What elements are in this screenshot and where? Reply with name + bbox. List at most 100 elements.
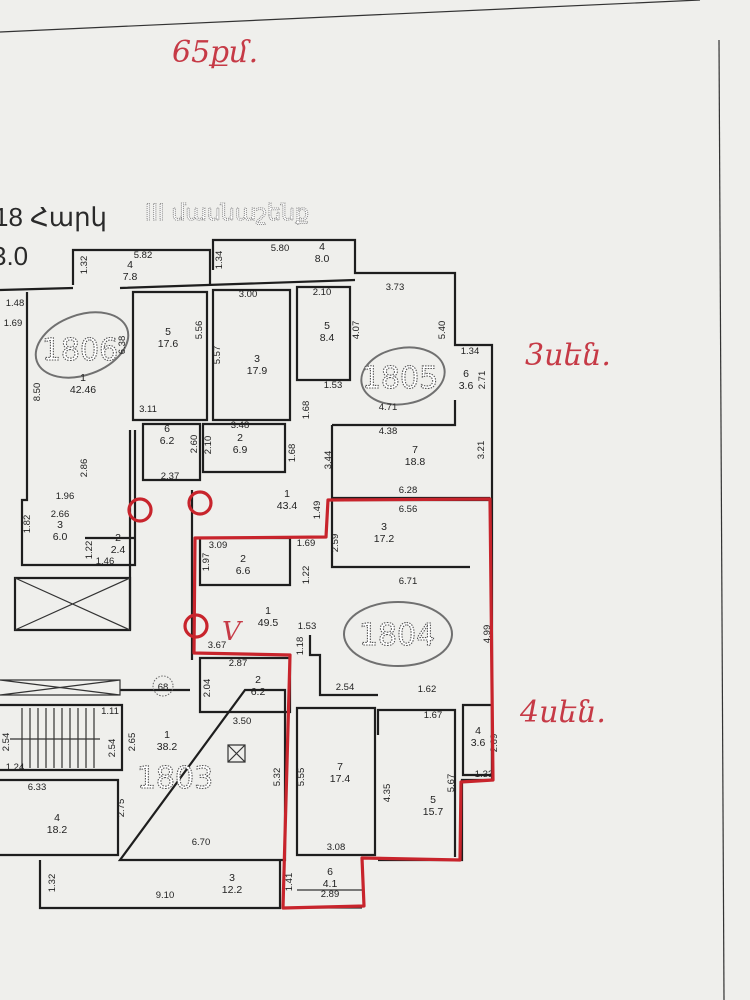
dimension-label: 3.11 (139, 404, 157, 415)
red-check-mark: V (222, 617, 243, 647)
dimension-label: 3.09 (209, 540, 228, 551)
dimension-label: 2.54 (336, 682, 355, 693)
dimension-label-vertical: 2.75 (116, 799, 127, 818)
dimension-label-vertical: 1.49 (312, 501, 323, 520)
room-area: 6.2 (160, 435, 175, 447)
dimension-label: 2.66 (51, 509, 70, 520)
dimension-label-vertical: 4.35 (382, 784, 393, 803)
room-area: 4.1 (323, 878, 338, 890)
dimension-label-vertical: 5.57 (212, 346, 223, 365)
dimension-label: 6.28 (399, 485, 418, 496)
dimension-label-vertical: 2.71 (477, 371, 488, 390)
column-marker (152, 675, 174, 697)
dimension-label: 4.71 (379, 402, 398, 413)
room-area: 17.2 (374, 533, 395, 545)
dimension-label: 1.53 (324, 380, 343, 391)
handwritten-area-note: 65քմ. (172, 35, 258, 70)
room-number: 3 (381, 521, 387, 533)
room-number: 4 (54, 812, 60, 824)
dimension-label: 4.38 (379, 426, 398, 437)
dimension-label-vertical: 2.54 (1, 733, 12, 752)
room-area: 6.9 (233, 444, 248, 456)
floor-label: 18 Հարկ (0, 202, 107, 232)
dimension-label: 6.56 (399, 504, 418, 515)
dimension-label: 1.48 (6, 298, 25, 309)
room-number: 6 (463, 368, 469, 380)
dimension-label-vertical: 8.50 (32, 383, 43, 402)
dimension-label: 1.33 (475, 769, 494, 780)
dimension-label-vertical: 1.97 (201, 553, 212, 572)
handwritten-1805-rooms: 3սեն. (525, 338, 611, 373)
dimension-label: 5.82 (134, 250, 153, 261)
room-number: 2 (255, 674, 261, 686)
dimension-label: 6.33 (28, 782, 47, 793)
room-area: 43.4 (277, 500, 298, 512)
room-area: 12.2 (222, 884, 243, 896)
dimension-label: 9.10 (156, 890, 175, 901)
room-area: 8.4 (320, 332, 335, 344)
dimension-label-vertical: 1.32 (47, 874, 58, 893)
dimension-label-vertical: 1.34 (214, 251, 225, 270)
room-area: 42.46 (70, 384, 96, 396)
room-number: 5 (430, 794, 436, 806)
dimension-label-vertical: 1.22 (301, 566, 312, 585)
dimension-label: 1.11 (101, 706, 119, 717)
room-area: 18.2 (47, 824, 68, 836)
room-number: 1 (284, 488, 290, 500)
dimension-label: 3.00 (239, 289, 258, 300)
pencil-circle-1804 (343, 601, 453, 667)
room-number: 1 (80, 372, 86, 384)
red-circle-marker (127, 497, 153, 523)
section-label: III մասնաշենք (145, 201, 309, 226)
dimension-label: 1.67 (424, 710, 443, 721)
column-marker-label: 68 (158, 682, 169, 693)
dimension-label-vertical: 2.69 (489, 734, 500, 753)
paper-edge-right (718, 39, 725, 1000)
room-number: 2 (240, 553, 246, 565)
dimension-label: 3.50 (233, 716, 252, 727)
room-number: 7 (412, 444, 418, 456)
room-number: 6 (164, 423, 170, 435)
dimension-label: 2.37 (161, 471, 180, 482)
room-area: 49.5 (258, 617, 279, 629)
dimension-label: 1.24 (6, 762, 25, 773)
dimension-label-vertical: 1.41 (284, 873, 295, 892)
room-area: 38.2 (157, 741, 178, 753)
dimension-label-vertical: 2.59 (330, 534, 341, 553)
room-number: 3 (229, 872, 235, 884)
red-circle-marker (183, 613, 209, 639)
dimension-label: 2.89 (321, 889, 340, 900)
dimension-label-vertical: 6.38 (117, 336, 128, 355)
room-number: 5 (165, 326, 171, 338)
dimension-label: 5.80 (271, 243, 290, 254)
dimension-label: 3.08 (327, 842, 346, 853)
room-area: 3.6 (471, 737, 486, 749)
apartment-1804: 1804 (359, 618, 435, 653)
dimension-label: 3.48 (231, 420, 250, 431)
dimension-label-vertical: 1.68 (301, 401, 312, 420)
dimension-label-vertical: 5.56 (194, 321, 205, 340)
apartment-1805: 1805 (362, 361, 438, 396)
dimension-label-vertical: 5.67 (446, 774, 457, 793)
dimension-label-vertical: 4.07 (351, 321, 362, 340)
pencil-circle-1806 (34, 311, 130, 379)
room-number: 4 (127, 259, 133, 271)
dimension-label-vertical: 5.40 (437, 321, 448, 340)
room-number: 1 (265, 605, 271, 617)
room-area: 15.7 (423, 806, 444, 818)
dimension-label: 3.73 (386, 282, 405, 293)
dimension-label-vertical: 1.22 (84, 541, 95, 560)
room-number: 6 (327, 866, 333, 878)
dimension-label-vertical: 3.21 (476, 441, 487, 460)
dimension-label-vertical: 2.86 (79, 459, 90, 478)
dimension-label-vertical: 2.54 (107, 739, 118, 758)
room-number: 4 (319, 241, 325, 253)
room-area: 3.6 (459, 380, 474, 392)
dimension-label-vertical: 1.82 (22, 515, 33, 534)
dimension-label: 1.69 (4, 318, 23, 329)
room-number: 4 (475, 725, 481, 737)
paper-edge-top (0, 0, 701, 33)
room-number: 3 (254, 353, 260, 365)
